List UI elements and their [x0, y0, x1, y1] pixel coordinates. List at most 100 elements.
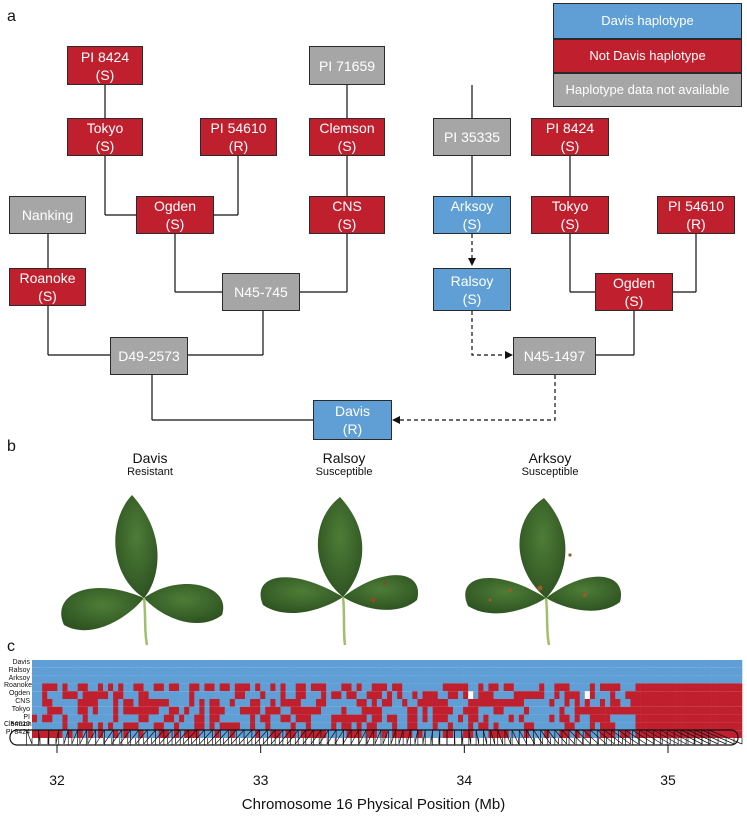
node-status: (S) [95, 66, 115, 83]
node-clemson: Clemson (S) [309, 118, 385, 156]
haplotype-cell [275, 699, 281, 707]
haplotype-cell [630, 730, 636, 738]
haplotype-cell [498, 730, 504, 738]
haplotype-cell [290, 706, 297, 715]
haplotype-cell [108, 714, 114, 723]
haplotype-cell [351, 683, 357, 692]
haplotype-cell [310, 660, 317, 668]
haplotype-cell [554, 660, 560, 668]
haplotype-cell [47, 691, 53, 699]
haplotype-cell [245, 706, 251, 715]
haplotype-cell [260, 699, 266, 707]
haplotype-cell [224, 667, 231, 676]
haplotype-cell [321, 660, 327, 668]
haplotype-cell [478, 675, 484, 684]
haplotype-cell [650, 660, 657, 668]
haplotype-cell [189, 691, 195, 699]
haplotype-cell [731, 667, 738, 676]
haplotype-cell [691, 714, 697, 723]
haplotype-cell [488, 667, 494, 676]
haplotype-cell [640, 722, 646, 731]
haplotype-cell [356, 683, 362, 692]
haplotype-cell [432, 706, 439, 715]
haplotype-cell [615, 706, 621, 715]
haplotype-cell [255, 675, 261, 684]
haplotype-cell [67, 691, 73, 699]
haplotype-cell [168, 683, 175, 692]
haplotype-cell [52, 675, 58, 684]
haplotype-cell [174, 667, 180, 676]
haplotype-cell [432, 683, 439, 692]
haplotype-cell [92, 683, 99, 692]
haplotype-cell [224, 706, 231, 715]
haplotype-cell [331, 683, 337, 692]
haplotype-cell [77, 667, 84, 676]
haplotype-cell [493, 714, 499, 723]
node-davis: Davis (R) [313, 400, 392, 440]
haplotype-cell [376, 714, 383, 723]
haplotype-cell [736, 730, 743, 738]
haplotype-cell [295, 691, 302, 699]
haplotype-cell [57, 730, 63, 738]
haplotype-cell [711, 730, 717, 738]
haplotype-cell [270, 714, 276, 723]
haplotype-cell [620, 675, 626, 684]
haplotype-cell [77, 706, 84, 715]
haplotype-cell [285, 660, 291, 668]
haplotype-cell [498, 675, 504, 684]
haplotype-cell [442, 660, 449, 668]
haplotype-cell [463, 722, 469, 731]
haplotype-cell [204, 691, 210, 699]
haplotype-cell [224, 660, 231, 668]
haplotype-cell [493, 691, 499, 699]
haplotype-cell [285, 730, 291, 738]
haplotype-cell [336, 699, 342, 707]
haplotype-cell [42, 722, 48, 731]
haplotype-cell [42, 691, 48, 699]
haplotype-cell [589, 706, 596, 715]
haplotype-cell [113, 714, 119, 723]
haplotype-cell [594, 706, 601, 715]
haplotype-cell [534, 683, 540, 692]
node-name: PI 54610 [210, 120, 267, 136]
haplotype-cell [696, 722, 702, 731]
haplotype-cell [635, 691, 641, 699]
marker-line [687, 729, 719, 745]
haplotype-cell [179, 730, 185, 738]
haplotype-cell [579, 683, 586, 692]
haplotype-cell [706, 730, 712, 738]
haplotype-cell [179, 683, 185, 692]
haplotype-cell [381, 699, 388, 707]
haplotype-cell [468, 699, 474, 707]
haplotype-cell [371, 706, 378, 715]
marker-line [26, 729, 33, 745]
node-name: PI 8424 [545, 120, 595, 136]
haplotype-cell [381, 730, 388, 738]
haplotype-cell [47, 706, 53, 715]
haplotype-cell [630, 722, 636, 731]
marker-line [231, 729, 245, 745]
haplotype-cell [42, 706, 48, 715]
haplotype-cell [184, 714, 190, 723]
haplotype-cell [427, 714, 433, 723]
haplotype-cell [427, 706, 433, 715]
haplotype-cell [559, 699, 565, 707]
haplotype-cell [341, 722, 347, 731]
haplotype-cell [148, 660, 155, 668]
haplotype-cell [402, 706, 408, 715]
haplotype-cell [402, 730, 408, 738]
haplotype-cell [447, 730, 454, 738]
haplotype-cell [260, 667, 266, 676]
haplotype-cell [174, 660, 180, 668]
marker-line [119, 729, 131, 745]
haplotype-cell [696, 660, 702, 668]
leaf-name: Ralsoy [322, 450, 366, 466]
haplotype-cell [503, 675, 510, 684]
haplotype-cell [605, 675, 611, 684]
haplotype-cell [493, 699, 499, 707]
haplotype-cell [153, 683, 160, 692]
haplotype-cell [179, 699, 185, 707]
haplotype-cell [620, 706, 626, 715]
node-pi54610-right: PI 54610 (R) [657, 196, 735, 234]
haplotype-cell [468, 660, 474, 668]
